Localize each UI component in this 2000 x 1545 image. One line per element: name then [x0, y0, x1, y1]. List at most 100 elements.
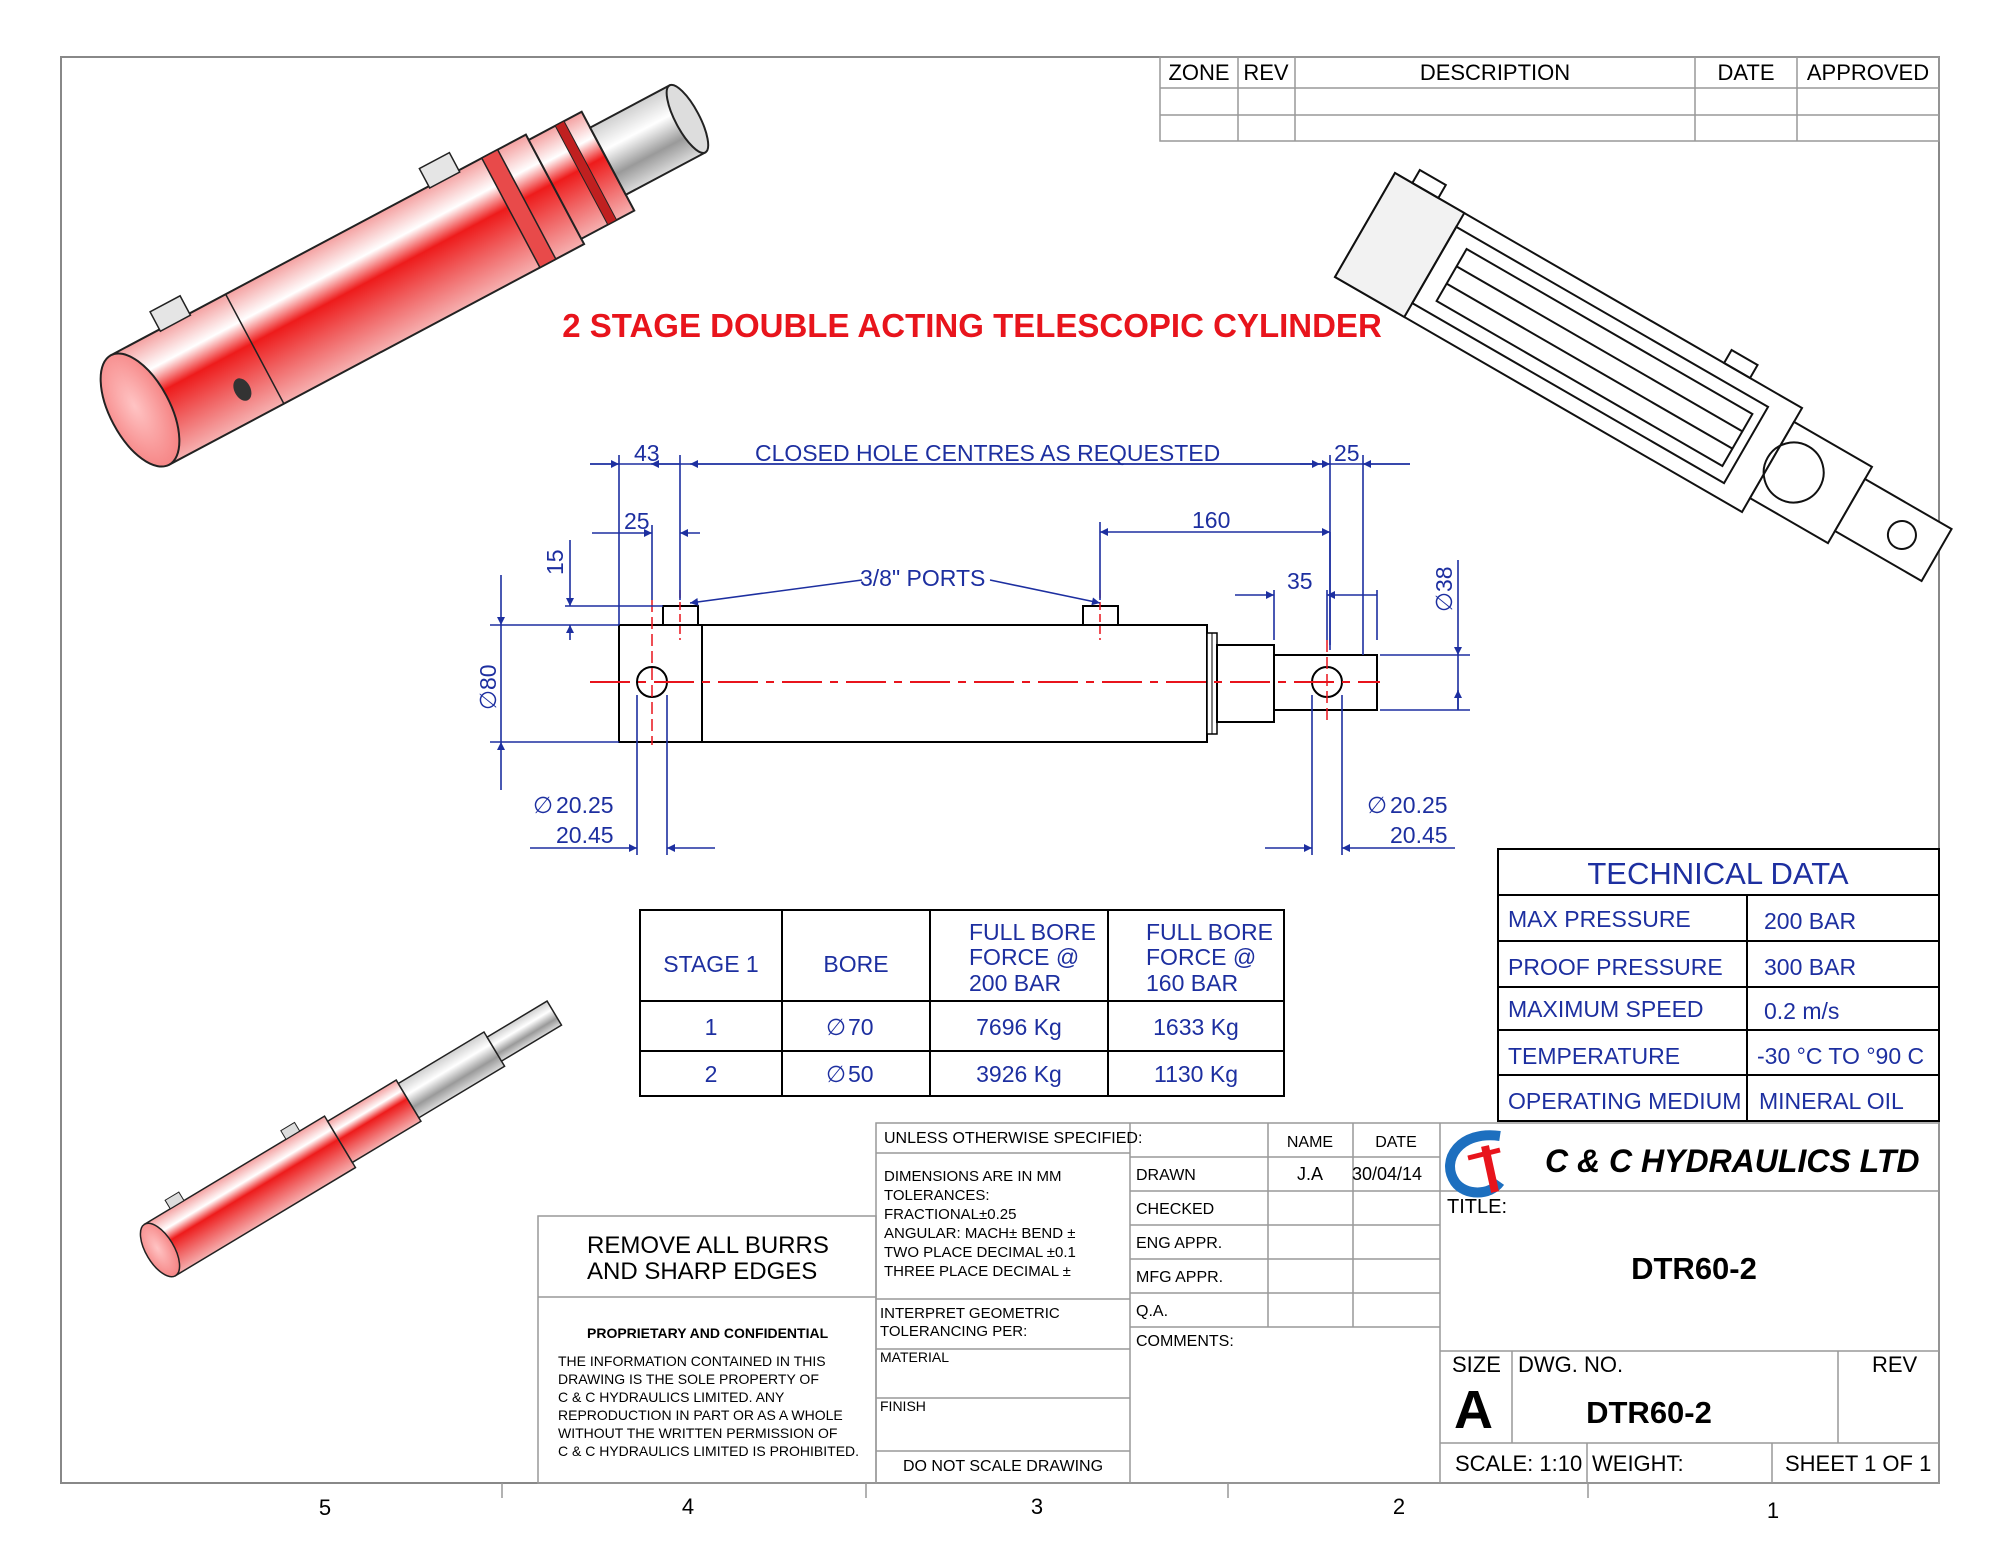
tb-comments: COMMENTS:	[1136, 1333, 1234, 1350]
stage-header-fb200-l3: 200 BAR	[969, 970, 1061, 996]
dim-ports: 3/8" PORTS	[860, 565, 985, 591]
stage-row-2-f200: 3926 Kg	[976, 1061, 1062, 1087]
tb-qa: Q.A.	[1136, 1303, 1168, 1320]
dia-symbol-pin-right: ∅	[1367, 792, 1387, 818]
rev-header-zone: ZONE	[1168, 60, 1229, 85]
dim-dia-80: 80	[475, 664, 501, 690]
tech-row-1-label: MAX PRESSURE	[1508, 906, 1691, 932]
tech-row-2-label: PROOF PRESSURE	[1508, 954, 1723, 980]
dim-pin-left-max: 20.25	[556, 792, 614, 818]
stage-row-2-stage: 2	[705, 1061, 718, 1087]
tech-data-title: TECHNICAL DATA	[1587, 856, 1849, 891]
tb-finish: FINISH	[880, 1398, 926, 1414]
rev-header-rev: REV	[1243, 60, 1289, 85]
tb-checked: CHECKED	[1136, 1201, 1214, 1218]
technical-data-table	[1497, 848, 1940, 1122]
dim-pin-right-min: 20.45	[1390, 822, 1448, 848]
tb-tol-5: TWO PLACE DECIMAL ±0.1	[884, 1244, 1076, 1261]
dim-pin-left-min: 20.45	[556, 822, 614, 848]
rev-header-date: DATE	[1717, 60, 1774, 85]
rev-header-description: DESCRIPTION	[1420, 60, 1570, 85]
zone-number-1: 1	[1767, 1498, 1779, 1523]
tb-proprietary-6: C & C HYDRAULICS LIMITED IS PROHIBITED.	[558, 1443, 859, 1459]
tb-remove-burrs-2: AND SHARP EDGES	[587, 1258, 817, 1285]
tb-company: C & C HYDRAULICS LTD	[1545, 1143, 1920, 1179]
tech-row-4-value: -30 °C TO °90 C	[1757, 1043, 1924, 1069]
tb-proprietary-3: C & C HYDRAULICS LIMITED. ANY	[558, 1389, 785, 1405]
tb-dwg-no: DTR60-2	[1586, 1395, 1712, 1430]
revision-block	[1159, 56, 1940, 142]
tb-proprietary-title: PROPRIETARY AND CONFIDENTIAL	[587, 1325, 829, 1341]
dia-symbol-38: ∅	[1431, 592, 1457, 612]
tb-date-hdr: DATE	[1375, 1134, 1416, 1151]
stage-header-stage: STAGE 1	[663, 951, 758, 977]
dimension-lines	[490, 455, 1470, 855]
tech-row-5-value: MINERAL OIL	[1759, 1088, 1904, 1114]
tb-proprietary-5: WITHOUT THE WRITTEN PERMISSION OF	[558, 1425, 837, 1441]
section-view-top-right	[1333, 168, 1953, 583]
tb-drawn-name: J.A	[1297, 1164, 1323, 1184]
tb-interpret-2: TOLERANCING PER:	[880, 1323, 1027, 1340]
stage-row-1-bore: 70	[848, 1014, 874, 1040]
tb-mfg-appr: MFG APPR.	[1136, 1269, 1223, 1286]
stage-table	[639, 909, 1285, 1097]
dim-25-top: 25	[1334, 440, 1360, 466]
stage-header-fb200-l2: FORCE @	[969, 944, 1079, 970]
tb-tol-3: FRACTIONAL±0.25	[884, 1206, 1016, 1223]
tb-drawn-date: 30/04/14	[1352, 1164, 1422, 1184]
tech-row-3-label: MAXIMUM SPEED	[1508, 996, 1704, 1022]
dim-35: 35	[1287, 568, 1313, 594]
zone-number-3: 3	[1031, 1494, 1043, 1519]
tb-title-label: TITLE:	[1447, 1196, 1507, 1218]
dia-symbol-80: ∅	[475, 690, 501, 710]
stage-row-2-dia: ∅	[826, 1061, 846, 1087]
tb-size-value: A	[1454, 1380, 1493, 1440]
stage-row-2-bore: 50	[848, 1061, 874, 1087]
tb-proprietary-4: REPRODUCTION IN PART OR AS A WHOLE	[558, 1407, 843, 1423]
tb-sheet: SHEET 1 OF 1	[1785, 1451, 1931, 1476]
zone-number-5: 5	[319, 1495, 331, 1520]
stage-row-2-f160: 1130 Kg	[1154, 1061, 1238, 1087]
dim-25-left: 25	[624, 508, 650, 534]
stage-header-bore: BORE	[823, 951, 888, 977]
dim-15: 15	[542, 549, 568, 575]
tb-do-not-scale: DO NOT SCALE DRAWING	[903, 1458, 1103, 1475]
stage-row-1-stage: 1	[705, 1014, 718, 1040]
tb-eng-appr: ENG APPR.	[1136, 1235, 1222, 1252]
stage-header-fb160-l1: FULL BORE	[1146, 919, 1273, 945]
zone-markers	[501, 1483, 1589, 1498]
tb-remove-burrs-1: REMOVE ALL BURRS	[587, 1232, 829, 1259]
tech-row-4-label: TEMPERATURE	[1508, 1043, 1680, 1069]
isometric-view-bottom-left	[139, 1000, 563, 1278]
drawing-title: 2 STAGE DOUBLE ACTING TELESCOPIC CYLINDE…	[562, 307, 1382, 344]
tb-title-value: DTR60-2	[1631, 1251, 1757, 1286]
stage-row-1-f160: 1633 Kg	[1153, 1014, 1239, 1040]
dim-43: 43	[634, 440, 660, 466]
tb-proprietary-2: DRAWING IS THE SOLE PROPERTY OF	[558, 1371, 819, 1387]
tb-rev-label: REV	[1872, 1352, 1918, 1377]
isometric-view-top-left	[99, 83, 710, 468]
rev-header-approved: APPROVED	[1807, 60, 1929, 85]
tb-dwg-no-label: DWG. NO.	[1518, 1352, 1623, 1377]
dim-pin-right-max: 20.25	[1390, 792, 1448, 818]
cylinder-side-view	[590, 590, 1380, 745]
tb-weight: WEIGHT:	[1592, 1451, 1684, 1476]
tech-row-2-value: 300 BAR	[1764, 954, 1856, 980]
tb-tol-4: ANGULAR: MACH± BEND ±	[884, 1225, 1076, 1242]
tb-tol-2: TOLERANCES:	[884, 1187, 990, 1204]
tb-name-hdr: NAME	[1287, 1134, 1333, 1151]
dia-symbol-pin-left: ∅	[533, 792, 553, 818]
stage-header-fb160-l3: 160 BAR	[1146, 970, 1238, 996]
stage-header-fb200-l1: FULL BORE	[969, 919, 1096, 945]
stage-row-1-dia: ∅	[826, 1014, 846, 1040]
dim-dia-38: 38	[1431, 566, 1457, 592]
stage-header-fb160-l2: FORCE @	[1146, 944, 1256, 970]
zone-number-4: 4	[682, 1494, 694, 1519]
dim-closed-centres: CLOSED HOLE CENTRES AS REQUESTED	[755, 440, 1220, 466]
tb-tol-1: DIMENSIONS ARE IN MM	[884, 1168, 1062, 1185]
tech-row-5-label: OPERATING MEDIUM	[1508, 1088, 1741, 1114]
cylinder-barrel	[618, 624, 1208, 743]
tech-row-1-value: 200 BAR	[1764, 908, 1856, 934]
stage-row-1-f200: 7696 Kg	[976, 1014, 1062, 1040]
